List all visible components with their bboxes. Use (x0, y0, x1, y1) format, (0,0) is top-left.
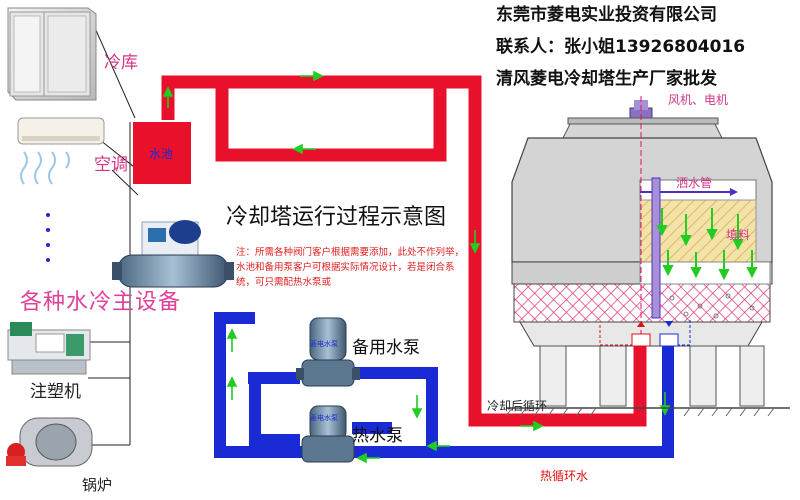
boiler-graphic (6, 417, 93, 467)
diagram-note: 注：所需各种阀门客户根据需要添加，此处不作列举，水池和备用泵客户可根据实际情况设… (236, 247, 465, 288)
hot-water-pipe (214, 312, 674, 458)
slogan-line: 清风菱电冷却塔生产厂家批发 (496, 69, 717, 89)
chiller-graphic (112, 220, 234, 288)
hot-water-pump-graphic (301, 405, 355, 463)
company-name: 东莞市菱电实业投资有限公司 (496, 5, 717, 25)
spray-pipe-label: 洒水管 (676, 176, 713, 190)
cooling-tower-graphic (505, 96, 790, 420)
fill-label: 填料 (726, 228, 751, 242)
ellipsis-dots (46, 213, 50, 262)
hot-pump-nameplate: 菱电水泵 (310, 414, 338, 422)
fan-motor-label: 风机、电机 (668, 93, 729, 107)
cold-storage-label: 冷库 (104, 53, 138, 73)
air-conditioner-graphic (17, 117, 105, 185)
injection-molding-label: 注塑机 (30, 382, 81, 402)
hot-loop-label: 热循环水 (540, 469, 589, 483)
backup-pump-label: 备用水泵 (352, 338, 420, 358)
contact-line: 联系人：张小姐13926804016 (496, 37, 746, 57)
injection-molding-graphic (7, 322, 91, 375)
backup-pump-nameplate: 菱电水泵 (310, 340, 338, 348)
main-equipment-label: 各种水冷主设备 (20, 290, 182, 315)
flow-arrows (162, 70, 671, 464)
return-loop-label: 冷却后循环 (487, 399, 548, 413)
water-tank-graphic (133, 122, 191, 184)
water-tank-label: 水池 (149, 147, 174, 161)
boiler-label: 锅炉 (82, 476, 113, 494)
air-conditioner-label: 空调 (94, 155, 128, 175)
diagram-title: 冷却塔运行过程示意图 (226, 205, 447, 230)
cold-storage-graphic (7, 7, 97, 101)
hot-water-pump-label: 热水泵 (352, 426, 403, 446)
backup-pump-graphic (296, 317, 360, 387)
